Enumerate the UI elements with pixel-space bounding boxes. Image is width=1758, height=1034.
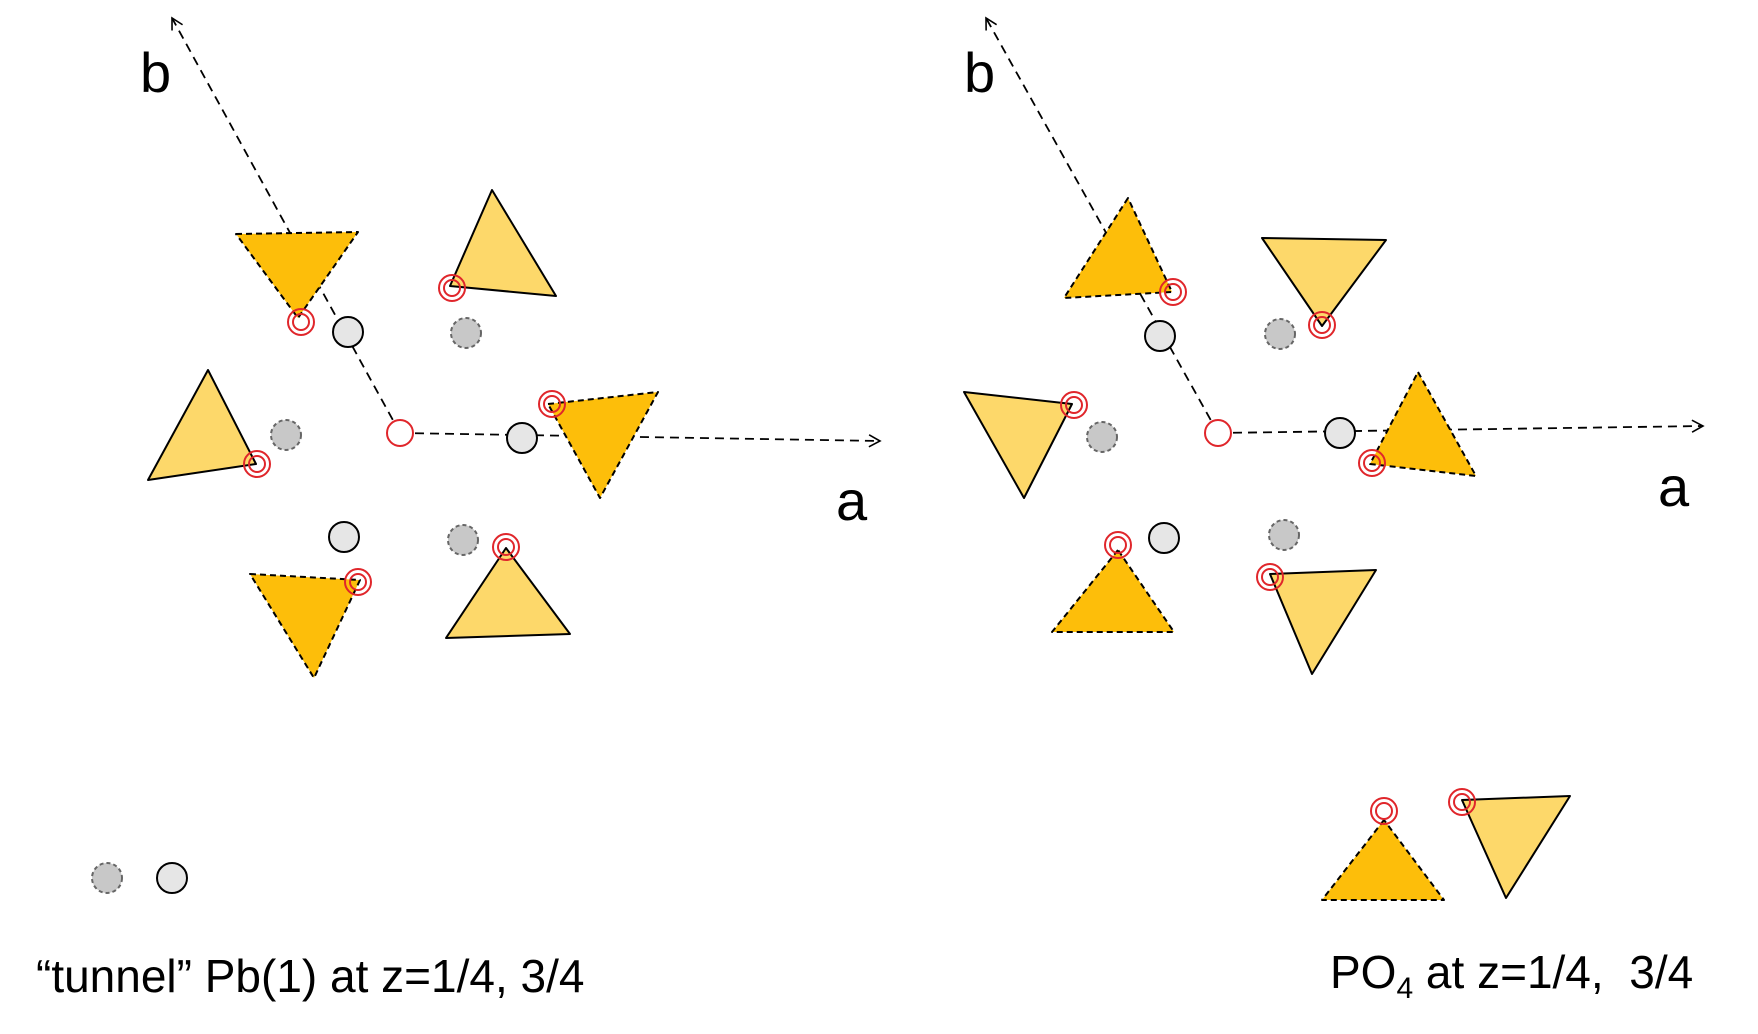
left-triangle-solid-2	[147, 369, 257, 481]
legend-ring-marker	[1370, 797, 1398, 825]
right-atom-solid	[1324, 417, 1356, 449]
left-ring-marker	[438, 274, 466, 302]
right-atom-solid	[1148, 522, 1180, 554]
right-triangle-dashed-2	[1369, 371, 1477, 477]
right-a-axis-line	[1217, 419, 1705, 434]
right-triangle-dashed-3	[1051, 549, 1175, 633]
right-red-ring-markers	[1060, 278, 1386, 591]
left-axis-a-label: a	[836, 469, 868, 532]
left-triangle-solid-1	[449, 189, 557, 297]
right-ring-marker	[1358, 449, 1386, 477]
right-ring-marker	[1308, 311, 1336, 339]
left-triangle-dashed-2	[547, 391, 659, 499]
left-atom-dashed	[270, 419, 302, 451]
right-triangle-solid-3	[1269, 569, 1377, 675]
right-axis-b-label: b	[964, 41, 995, 104]
left-red-ring-markers	[243, 274, 566, 596]
right-caption: PO4 at z=1/4, 3/4	[1330, 946, 1693, 1005]
legend-triangle-solid	[1461, 795, 1571, 899]
right-po4-triangles	[963, 197, 1477, 675]
right-caption-rest: at z=1/4, 3/4	[1413, 946, 1693, 998]
right-origin-marker	[1204, 419, 1232, 447]
right-legend	[1321, 788, 1571, 901]
left-axes: b a	[140, 16, 882, 532]
left-ring-marker	[243, 450, 271, 478]
left-atom-dashed	[450, 317, 482, 349]
right-caption-main: PO	[1330, 946, 1396, 998]
right-atom-dashed	[1268, 519, 1300, 551]
right-caption-sub: 4	[1396, 972, 1413, 1005]
legend-atom-solid	[156, 862, 188, 894]
left-panel: b a	[36, 16, 882, 1002]
left-ring-marker	[344, 568, 372, 596]
left-ring-marker	[492, 533, 520, 561]
left-a-axis-line	[399, 432, 882, 448]
left-axis-b-label: b	[140, 41, 171, 104]
right-triangle-solid-1	[1261, 237, 1387, 327]
right-triangle-dashed-1	[1063, 197, 1173, 299]
left-atom-dashed	[447, 524, 479, 556]
left-pb-atoms	[270, 316, 538, 556]
right-ring-marker	[1060, 391, 1088, 419]
legend-atom-dashed	[91, 862, 123, 894]
left-b-axis-line	[171, 16, 401, 434]
right-triangle-solid-2	[963, 391, 1073, 499]
right-b-axis-line	[985, 16, 1219, 434]
left-ring-marker	[538, 390, 566, 418]
left-triangle-solid-3	[445, 547, 571, 639]
left-legend	[91, 862, 188, 894]
right-axis-a-label: a	[1658, 455, 1690, 518]
right-atom-dashed	[1264, 318, 1296, 350]
left-atom-solid	[328, 521, 360, 553]
right-panel: b a	[963, 16, 1705, 1005]
left-triangle-dashed-1	[235, 231, 359, 319]
legend-triangle-dashed	[1321, 819, 1445, 901]
right-atom-solid	[1144, 320, 1176, 352]
left-triangle-dashed-3	[249, 573, 361, 679]
legend-ring-marker	[1448, 788, 1476, 816]
left-caption: “tunnel” Pb(1) at z=1/4, 3/4	[36, 950, 584, 1002]
right-axes: b a	[964, 16, 1705, 518]
left-po4-triangles	[147, 189, 659, 679]
left-atom-solid	[506, 422, 538, 454]
left-origin-marker	[386, 419, 414, 447]
left-atom-solid	[332, 316, 364, 348]
right-pb-atoms	[1086, 318, 1356, 554]
right-atom-dashed	[1086, 421, 1118, 453]
left-ring-marker	[287, 308, 315, 336]
right-ring-marker	[1256, 563, 1284, 591]
right-ring-marker	[1104, 531, 1132, 559]
right-ring-marker	[1159, 278, 1187, 306]
